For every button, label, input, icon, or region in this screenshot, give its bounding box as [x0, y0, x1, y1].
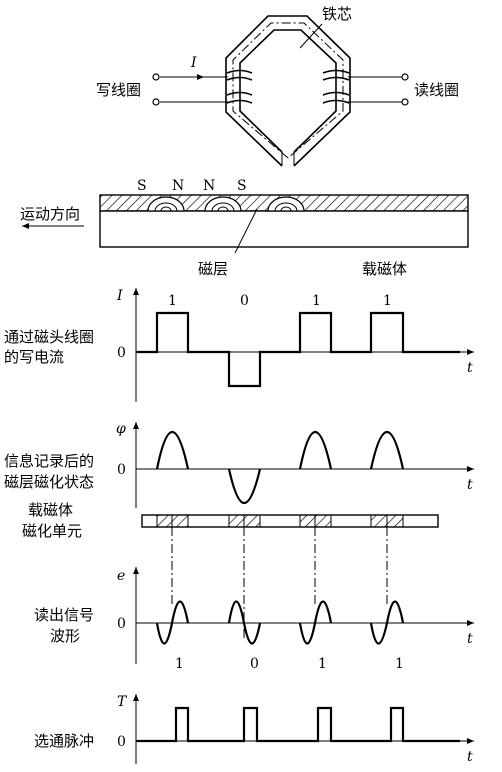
carrier-substrate: [99, 210, 469, 248]
read-coil-label: 读线圈: [414, 81, 459, 99]
zero-label: 0: [117, 462, 126, 478]
bit-label: 1: [312, 293, 321, 309]
magnetization-waveform: [155, 431, 405, 504]
strobe-title: 选通脉冲: [34, 732, 94, 750]
t-axis-symbol: t: [467, 360, 473, 376]
bit-label: 0: [250, 656, 259, 672]
magnetization-panel: 信息记录后的 磁层磁化状态 φ 0 t: [4, 421, 474, 508]
bit-label: 1: [383, 293, 392, 309]
t-axis-symbol: t: [467, 477, 473, 493]
read-signal-title-1: 读出信号: [34, 606, 94, 624]
zero-label: 0: [117, 345, 126, 361]
y-axis-symbol: I: [116, 288, 123, 304]
core-outer: [225, 15, 351, 167]
bit-label: 1: [168, 293, 177, 309]
domain-3: [267, 196, 305, 212]
recording-medium: S N N S 运动方向 磁层 载磁体: [20, 178, 469, 278]
read-signal-waveform: [155, 600, 405, 645]
y-axis-symbol: φ: [116, 421, 126, 437]
strobe-panel: 选通脉冲 T 0 t: [34, 694, 474, 765]
carrier-label: 载磁体: [362, 260, 407, 278]
core-inner: [239, 29, 337, 153]
core-label: 铁芯: [322, 5, 352, 23]
zero-label: 0: [117, 734, 126, 750]
write-coil-label: 写线圈: [96, 81, 141, 99]
cells-title-1: 载磁体: [28, 501, 73, 519]
flux-path: [232, 22, 344, 159]
y-axis-symbol: e: [117, 568, 125, 584]
t-axis-symbol: t: [467, 749, 473, 765]
bit-label: 1: [175, 656, 184, 672]
cells-title-2: 磁化单元: [22, 522, 82, 540]
core-leader: [299, 23, 323, 49]
bit-label: 1: [395, 656, 404, 672]
cells-panel: 载磁体 磁化单元: [22, 501, 439, 540]
strobe-waveform: [136, 706, 460, 743]
write-current-panel: 通过磁头线圈 的写电流 I 0 t 1 0 1 1: [4, 288, 474, 402]
motion-label: 运动方向: [20, 205, 80, 223]
t-axis-symbol: t: [467, 631, 473, 647]
pole-label: S: [237, 178, 247, 194]
domain-1: [147, 196, 185, 212]
pole-label: N: [203, 178, 215, 194]
zero-label: 0: [117, 616, 126, 632]
magnetization-title-1: 信息记录后的: [4, 452, 94, 470]
bit-label: 1: [318, 656, 327, 672]
write-current-title-2: 的写电流: [4, 348, 64, 366]
domain-2: [204, 196, 242, 212]
read-signal-panel: 读出信号 波形 e 0 t 1 0 1 1: [34, 567, 474, 672]
write-current-waveform: [136, 311, 460, 388]
read-coil: 读线圈: [322, 69, 459, 106]
pole-label: S: [137, 178, 147, 194]
layer-label: 磁层: [198, 260, 228, 278]
read-signal-title-2: 波形: [50, 627, 80, 645]
magnetization-title-2: 磁层磁化状态: [4, 473, 94, 491]
current-symbol: I: [190, 55, 197, 71]
carrier-strip: [141, 514, 439, 528]
pole-label: N: [172, 178, 184, 194]
magnetic-head: 铁芯 I 写线圈 读线圈: [96, 5, 459, 167]
y-axis-symbol: T: [117, 694, 128, 710]
write-coil: I 写线圈: [96, 55, 253, 106]
write-current-title-1: 通过磁头线圈: [4, 328, 94, 346]
bit-label: 0: [240, 293, 249, 309]
alignment-lines: [171, 527, 388, 641]
layer-leader: [234, 208, 258, 254]
